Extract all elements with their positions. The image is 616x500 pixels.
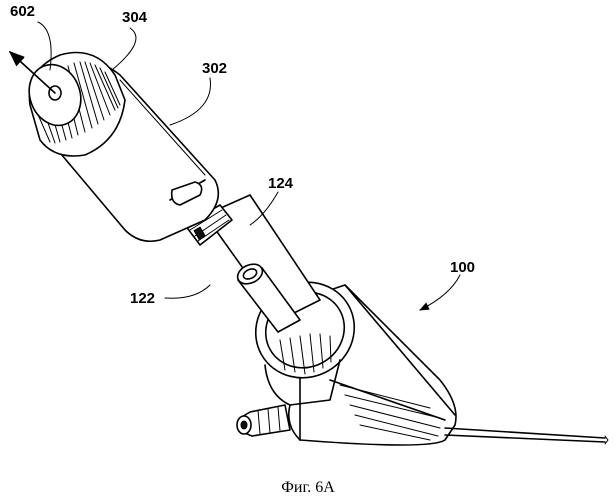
ref-100: 100 — [450, 259, 475, 276]
ref-602: 602 — [10, 3, 35, 20]
figure-caption: Фиг. 6А — [281, 479, 335, 496]
ref-302: 302 — [202, 60, 227, 77]
ref-124: 124 — [268, 175, 294, 192]
side-connector — [237, 405, 290, 436]
ref-122: 122 — [130, 290, 155, 307]
ref-304: 304 — [122, 9, 148, 26]
